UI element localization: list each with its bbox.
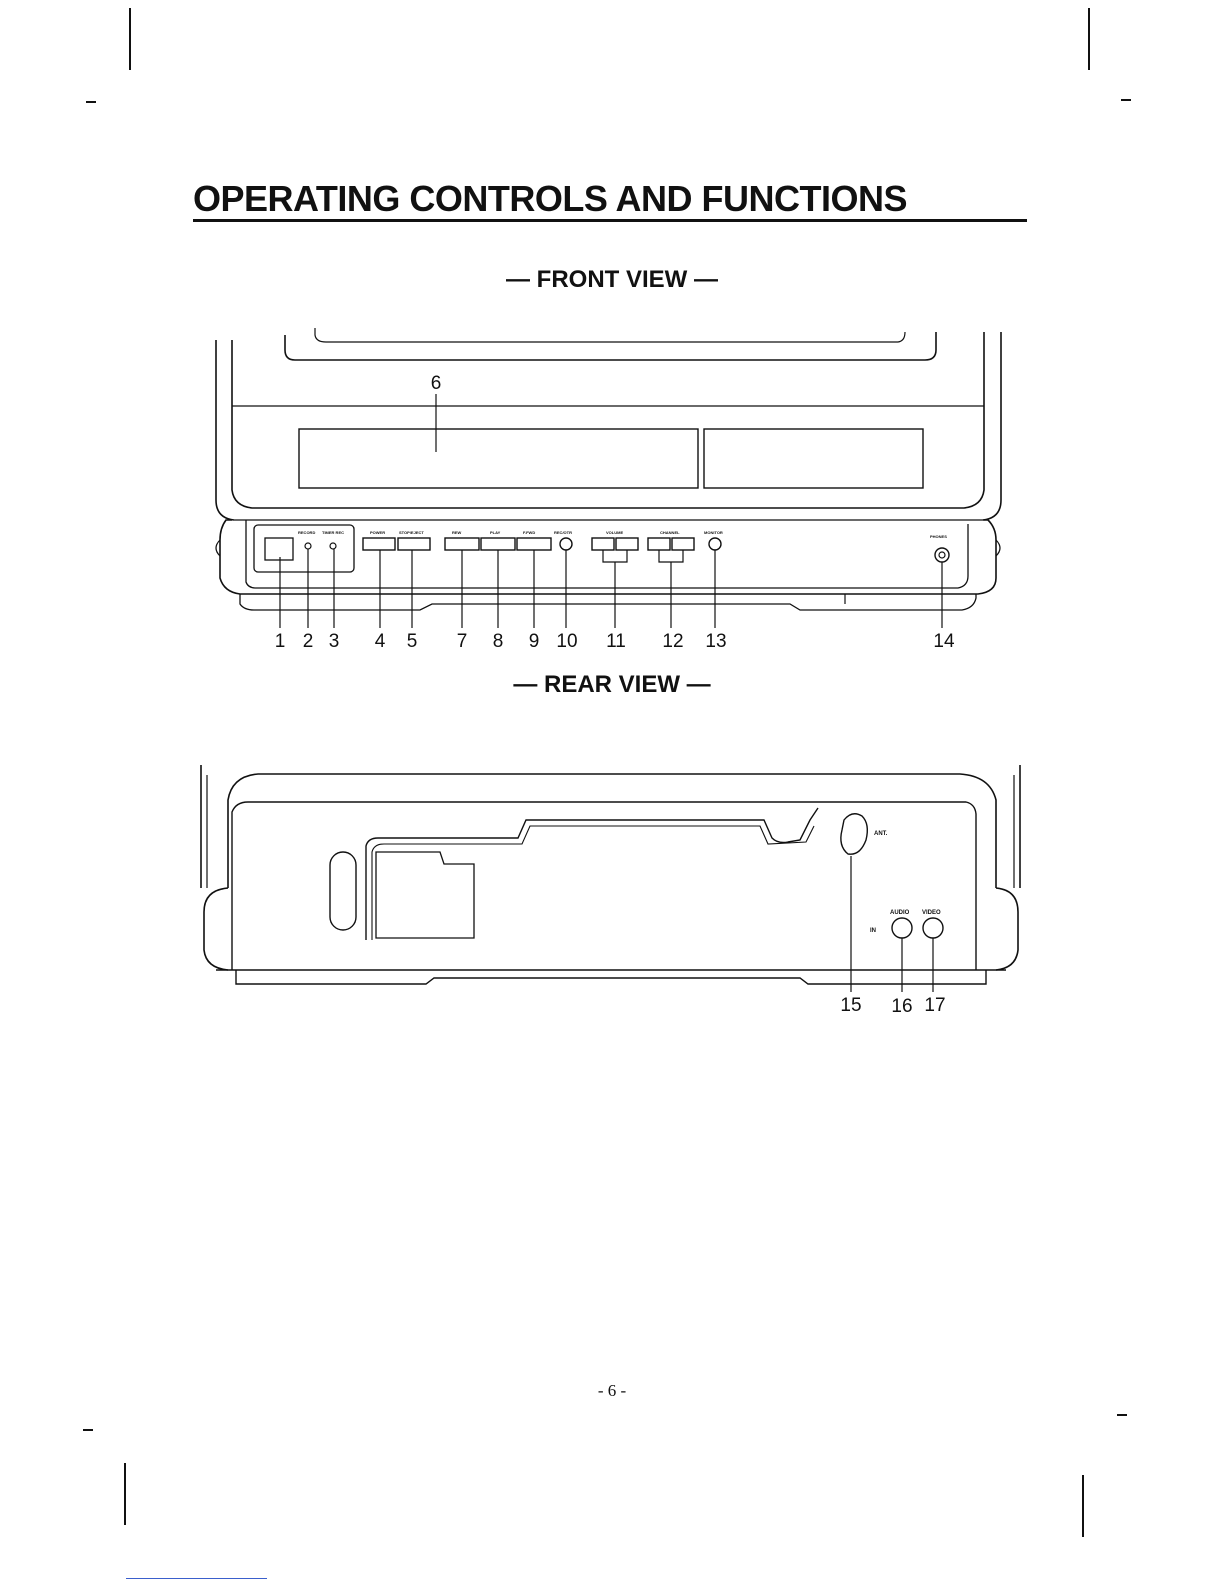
label-rew: REW — [452, 530, 462, 535]
callout-1: 1 — [275, 631, 286, 652]
page-number: - 6 - — [0, 1381, 1224, 1401]
footer-link-underline — [126, 1578, 267, 1579]
callout-14: 14 — [933, 631, 955, 652]
label-ant: ANT. — [874, 831, 888, 837]
callout-13: 13 — [705, 631, 726, 652]
callout-7: 7 — [457, 631, 468, 652]
label-video: VIDEO — [922, 910, 941, 916]
rear-leader-lines — [851, 856, 933, 992]
callout-5: 5 — [407, 631, 418, 652]
callout-10: 10 — [556, 631, 577, 652]
label-volume: VOLUME — [606, 530, 623, 535]
label-record: RECORD — [298, 530, 315, 535]
callout-17: 17 — [924, 995, 945, 1016]
label-channel: CHANNEL — [660, 530, 680, 535]
callout-8: 8 — [493, 631, 504, 652]
label-ffwd: F.FWD — [523, 530, 535, 535]
label-in: IN — [870, 928, 876, 934]
label-audio: AUDIO — [890, 910, 910, 916]
callout-4: 4 — [375, 631, 386, 652]
label-play: PLAY — [490, 530, 501, 535]
label-rec-otr: REC/OTR — [554, 530, 572, 535]
callout-11: 11 — [606, 631, 626, 652]
callout-9: 9 — [529, 631, 540, 652]
callout-2: 2 — [303, 631, 314, 652]
rear-callouts: 15 16 17 — [840, 995, 945, 1017]
label-phones: PHONES — [930, 534, 947, 539]
rear-view-drawing — [201, 765, 1020, 984]
label-monitor: MONITOR — [704, 530, 723, 535]
callout-6: 6 — [431, 373, 442, 394]
label-timer-rec: TIMER REC — [322, 530, 344, 535]
callout-3: 3 — [329, 631, 340, 652]
callout-12: 12 — [662, 631, 683, 652]
callout-16: 16 — [891, 996, 912, 1017]
label-power: POWER — [370, 530, 385, 535]
callout-15: 15 — [840, 995, 861, 1016]
label-stop-eject: STOP/EJECT — [399, 530, 424, 535]
